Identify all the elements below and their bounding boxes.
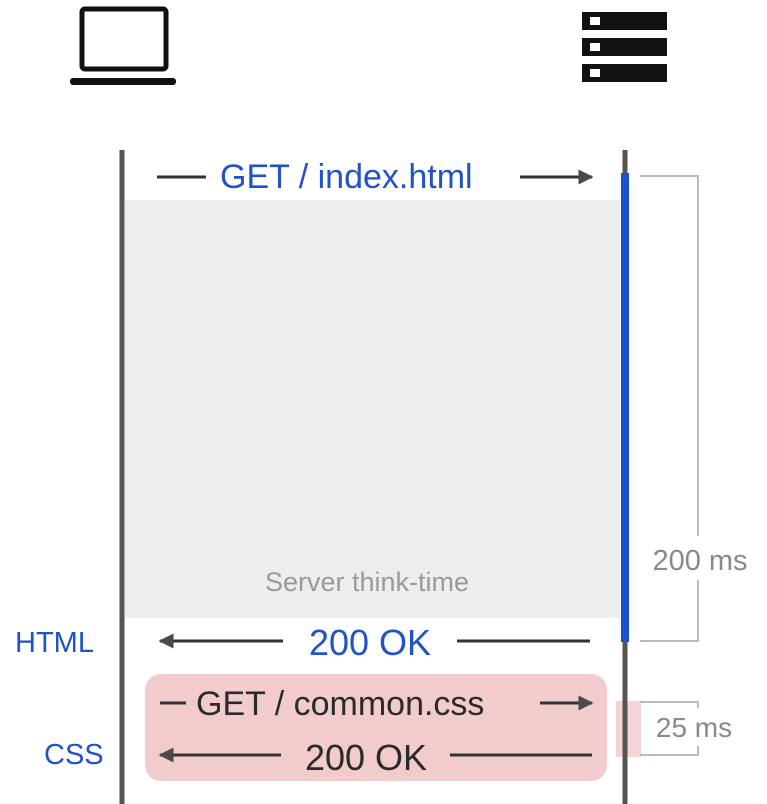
html-row-label: HTML (15, 627, 94, 659)
css-row-label: CSS (44, 739, 104, 771)
laptop-icon (70, 6, 176, 85)
css-duration-label: 25 ms (656, 712, 732, 743)
response-css-label: 200 OK (305, 737, 427, 778)
server-think-time-label: Server think-time (265, 567, 469, 597)
get-html-label: GET / index.html (220, 158, 473, 196)
css-server-highlight (616, 701, 641, 757)
css-duration-label-bg (645, 708, 747, 746)
html-duration-label: 200 ms (652, 545, 747, 577)
server-rack-icon (582, 12, 667, 82)
response-html-label: 200 OK (309, 622, 431, 663)
get-css-label: GET / common.css (196, 685, 484, 723)
html-duration-bracket (640, 175, 699, 642)
server-think-time-region (125, 200, 620, 618)
html-duration-label-bg (640, 536, 760, 580)
